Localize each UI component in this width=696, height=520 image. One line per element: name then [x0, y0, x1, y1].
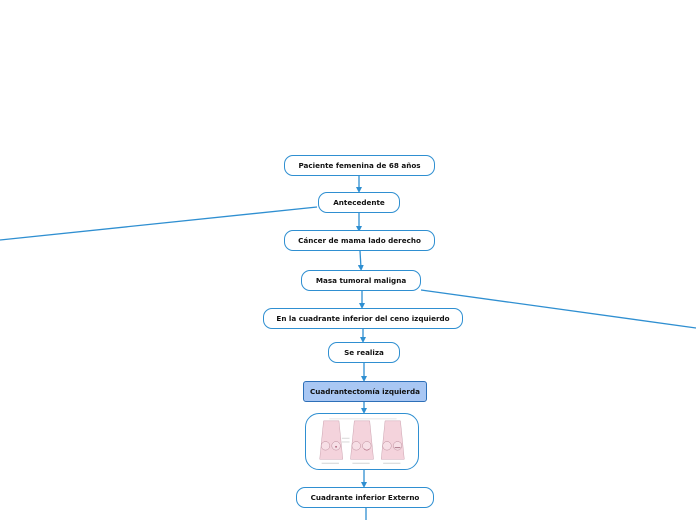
- figure-panel-2: [350, 420, 374, 464]
- breast-quadrantectomy-illustration-icon: [319, 418, 405, 464]
- node-cuadrantectomia[interactable]: Cuadrantectomía izquierda: [303, 381, 427, 402]
- node-se-realiza[interactable]: Se realiza: [328, 342, 400, 363]
- node-cancer[interactable]: Cáncer de mama lado derecho: [284, 230, 435, 251]
- connector-cancer-masa: [357, 250, 364, 271]
- node-antecedente[interactable]: Antecedente: [318, 192, 400, 213]
- connector-antecedente-left-branch: [0, 206, 318, 241]
- figure-panel-3: [380, 420, 405, 464]
- node-paciente[interactable]: Paciente femenina de 68 años: [284, 155, 435, 176]
- node-cuadrante-externo[interactable]: Cuadrante inferior Externo: [296, 487, 434, 508]
- node-cuadrante-ceno[interactable]: En la cuadrante inferior del ceno izquie…: [263, 308, 463, 329]
- node-masa[interactable]: Masa tumoral maligna: [301, 270, 421, 291]
- connector-masa-right-branch: [420, 289, 696, 329]
- node-figure[interactable]: [305, 413, 419, 470]
- figure-panel-1: [319, 420, 350, 464]
